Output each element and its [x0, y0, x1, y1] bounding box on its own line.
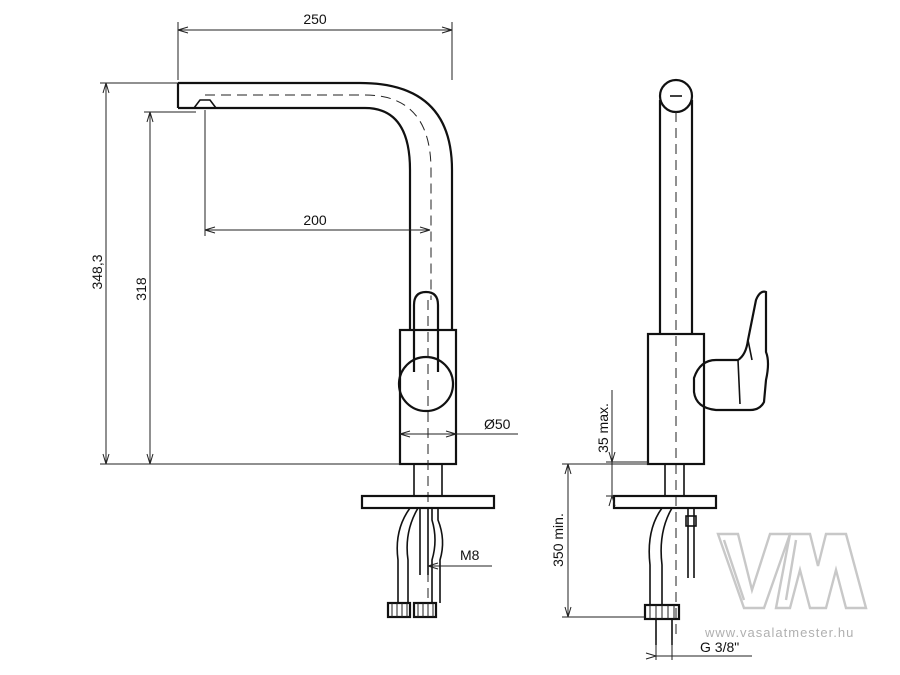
- aerator: [192, 99, 218, 109]
- dim-body-diameter: Ø50: [484, 416, 511, 432]
- watermark-logo: [716, 532, 868, 610]
- dim-hose-connection: G 3/8": [700, 639, 739, 655]
- front-view: [176, 81, 496, 620]
- dim-hose-length: 350 min.: [550, 513, 566, 567]
- hose-side: [648, 507, 663, 605]
- hose-right: [431, 508, 436, 603]
- handle-lever: [412, 290, 440, 372]
- dim-total-height: 348,3: [89, 254, 105, 289]
- side-dimensions: 35 max. 350 min. G 3/8": [550, 390, 752, 660]
- dim-spout-reach: 200: [303, 212, 327, 228]
- watermark-website: www.vasalatmester.hu: [704, 625, 854, 640]
- dim-spout-height: 318: [133, 277, 149, 301]
- spout-outer: [178, 81, 454, 330]
- dim-width-top: 250: [303, 11, 327, 27]
- dim-thread-bolt: M8: [460, 547, 480, 563]
- hose-left: [396, 507, 411, 603]
- handle-cartridge: [397, 355, 455, 413]
- spout-side: [658, 100, 694, 334]
- spout-inner: [178, 106, 412, 330]
- deck-plate-side: [612, 494, 718, 510]
- body-side: [646, 332, 706, 466]
- hose-fitting-left: [386, 601, 412, 619]
- front-dimensions: 250 200 348,3 318 Ø50 M8: [89, 11, 518, 570]
- dim-deck-thickness: 35 max.: [595, 403, 611, 453]
- hose-fitting-right: [412, 601, 438, 619]
